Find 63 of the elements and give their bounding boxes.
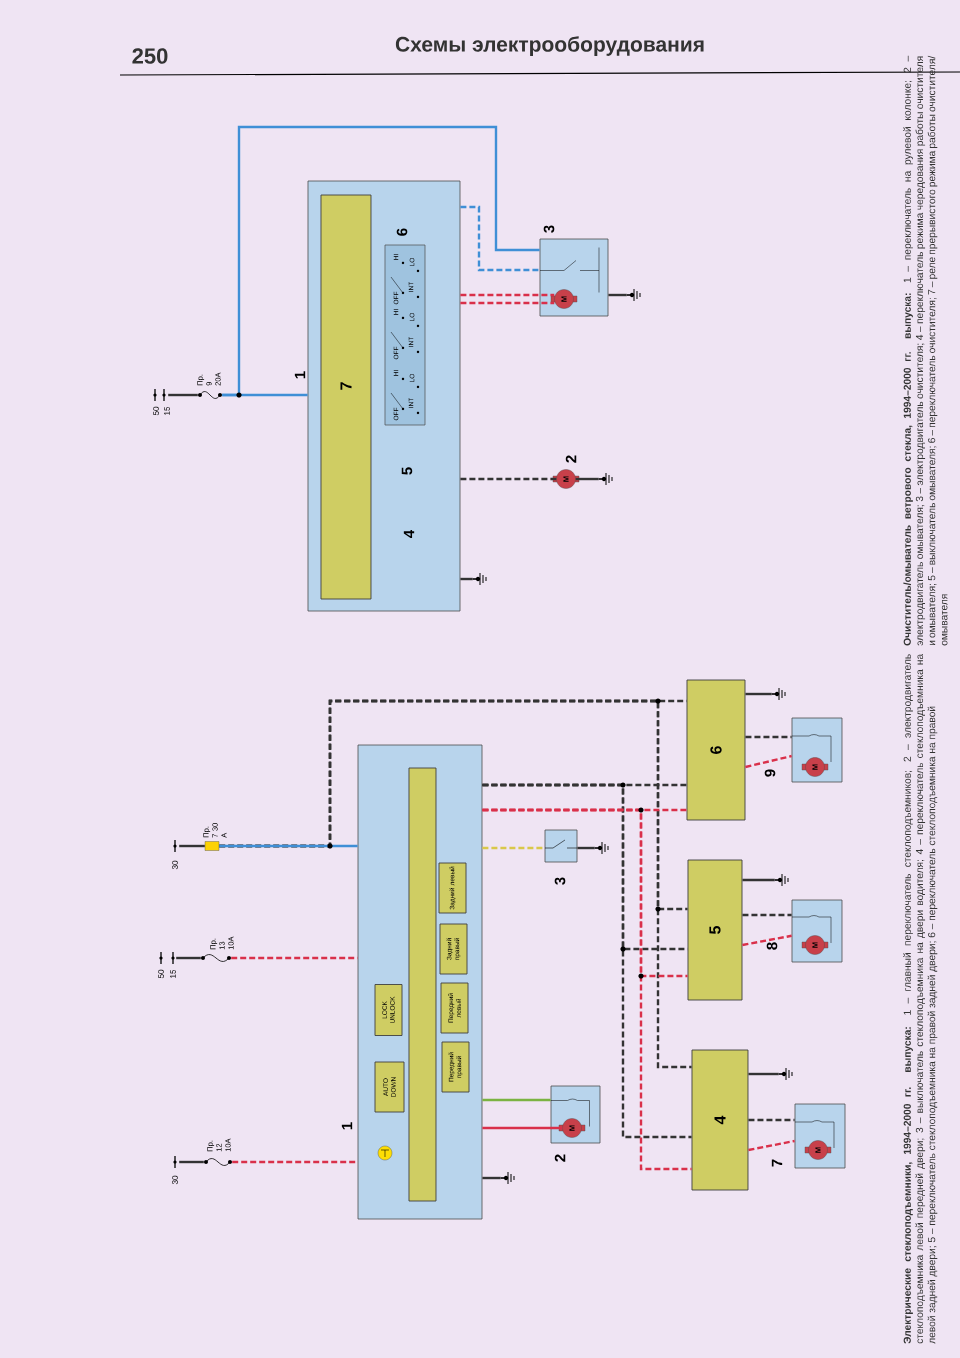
node-label: 1: [341, 1122, 353, 1130]
fuse-symbol: [198, 391, 222, 399]
wire: [460, 301, 555, 305]
wire: [460, 477, 557, 481]
callout-number: 5: [401, 467, 413, 475]
ground-symbol: [774, 873, 789, 887]
wire: [575, 477, 599, 481]
wire: [748, 1139, 795, 1152]
wire: [231, 956, 358, 960]
node-label: 9: [764, 769, 776, 777]
node-label: 2: [554, 1154, 566, 1162]
caption: Электрические стеклоподъемники, 1994–2000 гг. выпуска: 1 – главный переключатель стеклоподъемников; 2 – электродвигатель стеклоподъемника левой передней двери; 3 – выключатель стеклоподъемника на двери водителя; 4 – переключатель стеклоподъемника на левой задней двери; 5 – переключатель стеклоподъемника на правой задней двери; 6 – переключатель стеклоподъемника на правой: [903, 653, 938, 1344]
ground-symbol: [771, 687, 786, 701]
ground-symbol: [626, 288, 641, 302]
wire: [745, 692, 772, 696]
wire: [742, 934, 792, 947]
wire: [179, 844, 205, 848]
fuse-symbol: [201, 954, 231, 962]
node-label: 8: [766, 942, 778, 950]
wire: [748, 1118, 795, 1122]
wire: [482, 1176, 501, 1180]
node-label: 1: [294, 371, 306, 379]
caption: Очиститель/омыватель ветрового стекла, 1994–2000 гг. выпуска: 1 – переключатель на рулевой колонке; 2 – электродвигатель омывателя; 3 – электродвигатель очистителя; 4 – переключатель режима чередования работы очистителя и омывателя; 5 – выключатель омывателя; 6 – переключатель очистителя; 7 – реле прерывистого режима работы очистителя/ омывателя: [903, 55, 948, 646]
wire: [482, 1126, 563, 1130]
wire: [176, 956, 201, 960]
node-label: 6: [396, 228, 408, 236]
ground-symbol: [778, 1067, 793, 1081]
ground-symbol: [472, 572, 487, 586]
callout-number: 2: [565, 455, 577, 463]
page-number: 250: [132, 48, 168, 64]
wire: [748, 1072, 779, 1076]
wire: [460, 293, 555, 297]
wire: [460, 577, 473, 581]
wire: [179, 1160, 204, 1164]
lamp-icon: [377, 1145, 393, 1161]
wire: [742, 878, 775, 882]
module-box: 7: [320, 194, 372, 600]
ground-symbol: [500, 1171, 515, 1185]
wire: [168, 393, 198, 397]
ground-symbol: [598, 472, 613, 486]
wire: [608, 293, 627, 297]
module-box: 5: [687, 859, 743, 1001]
module-box: 6: [686, 679, 746, 821]
wire: [482, 1098, 551, 1102]
wire: [222, 125, 540, 397]
wire: [577, 846, 595, 850]
wire: [460, 205, 540, 272]
node-label: 3: [543, 225, 555, 233]
wire: [745, 754, 792, 769]
wire: [232, 1160, 358, 1164]
module-box: 4: [691, 1049, 749, 1191]
fuse-symbol: [204, 1158, 232, 1166]
wire: [219, 844, 358, 848]
callout-number: 4: [403, 529, 415, 538]
wire: [742, 913, 792, 917]
node-label: 3: [554, 877, 566, 885]
wire: [482, 846, 545, 850]
component-box: 3: [544, 829, 578, 885]
ground-symbol: [594, 841, 609, 855]
wire: [745, 735, 792, 739]
node-label: 7: [771, 1159, 783, 1167]
title: Схемы электрооборудования: [395, 36, 704, 56]
fuse-symbol: [204, 841, 220, 851]
